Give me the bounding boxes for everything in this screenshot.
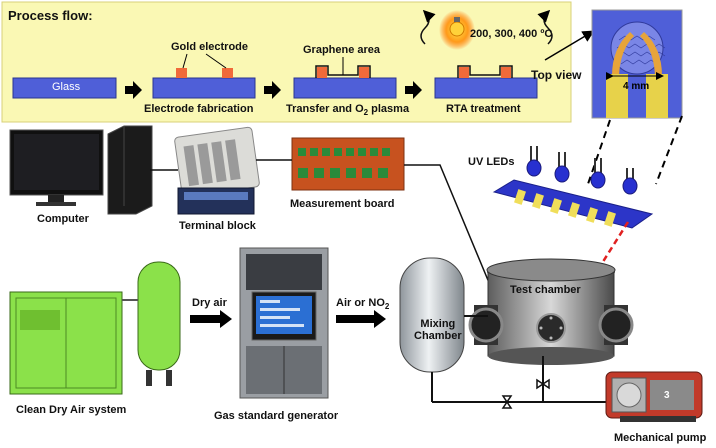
- top-view-label: Top view: [531, 68, 582, 82]
- heat-wave-left: [420, 9, 436, 45]
- air-no2-arrow: [336, 310, 386, 328]
- process-arrow: [405, 81, 422, 99]
- process-arrow: [125, 81, 142, 99]
- uv-led-bulbs: [526, 146, 638, 195]
- graphene-substrate: [293, 77, 397, 99]
- air-tank: [137, 261, 181, 371]
- computer-label: Computer: [37, 213, 89, 225]
- uv-leds-label: UV LEDs: [468, 156, 515, 168]
- heater-bulb: [449, 21, 465, 37]
- chamber-port-right: [598, 305, 634, 345]
- gold-pad-left: [612, 32, 634, 76]
- zoom-line-right: [655, 115, 683, 185]
- gold-pad-right: [640, 32, 662, 76]
- measurement-board: [291, 137, 405, 191]
- air-no2-label: Air or NO2: [336, 297, 390, 312]
- graphene-area-label: Graphene area: [303, 44, 381, 56]
- pc-tower: [107, 125, 153, 215]
- mechanical-pump-label: Mechanical pump: [614, 432, 707, 444]
- electrode-substrate: [152, 77, 256, 99]
- terminal-base: [177, 187, 255, 215]
- chamber-flange: [536, 313, 566, 343]
- transfer-caption: Transfer and O2 plasma: [286, 103, 410, 118]
- test-chamber-label: Test chamber: [510, 284, 581, 296]
- gold-electrode-label: Gold electrode: [171, 41, 249, 53]
- gold-electrode-right: [222, 68, 233, 78]
- valve-lower: [501, 395, 513, 409]
- measurement-board-label: Measurement board: [290, 198, 395, 210]
- chamber-port-left: [468, 305, 504, 345]
- mixing-chamber: [399, 257, 465, 373]
- gold-electrode-left: [176, 68, 187, 78]
- top-view-arrow: [544, 30, 595, 61]
- glass-substrate: [12, 77, 117, 99]
- gas-generator-label: Gas standard generator: [214, 410, 339, 422]
- rta-substrate: [434, 77, 538, 99]
- led-pads: [514, 189, 616, 227]
- glass-label: Glass: [52, 81, 81, 93]
- process-flow-title: Process flow:: [8, 8, 93, 23]
- process-flow-panel: [1, 1, 572, 123]
- pump-mark: 3: [664, 390, 670, 401]
- process-arrow: [264, 81, 281, 99]
- temperature-label: 200, 300, 400 ºC: [470, 28, 553, 40]
- board-chamber-cable: [404, 164, 491, 286]
- electrode-fabrication-caption: Electrode fabrication: [144, 103, 254, 115]
- dimension-label: 4 mm: [623, 81, 650, 92]
- valve-upper: [536, 378, 550, 390]
- dry-air-label: Dry air: [192, 297, 227, 309]
- heat-wave-right: [537, 9, 553, 45]
- clean-dry-air-label: Clean Dry Air system: [16, 404, 127, 416]
- dry-air-arrow: [190, 310, 232, 328]
- terminal-block-label: Terminal block: [179, 220, 256, 232]
- rta-caption: RTA treatment: [446, 103, 521, 115]
